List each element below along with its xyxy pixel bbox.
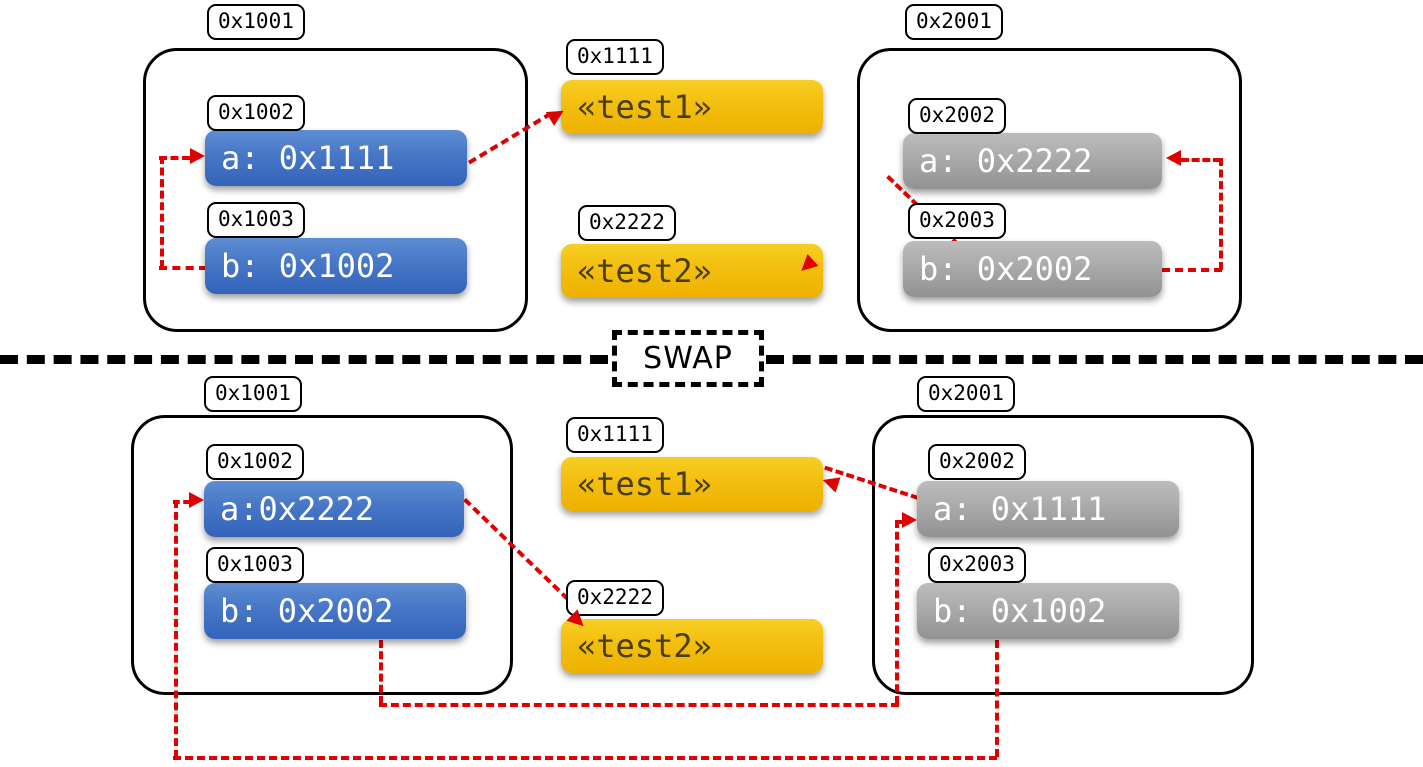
- after-heap-test1-text: «test1»: [577, 465, 712, 503]
- after-heap1-address: 0x2222: [566, 580, 664, 616]
- after-cross2-stub-to-lefta: [173, 500, 190, 504]
- before-right-slot-a-text: a: 0x2222: [919, 142, 1093, 180]
- after-cross2-arrowhead: [189, 492, 204, 508]
- before-left-hook-vert: [160, 156, 164, 268]
- after-left-slot-a-text: a:0x2222: [220, 490, 375, 528]
- after-right-frame-address: 0x2001: [917, 376, 1015, 412]
- before-right-slot-b-text: b: 0x2002: [919, 250, 1093, 288]
- after-cross1-vert-to-righta: [895, 520, 899, 704]
- after-left-slot-a: a:0x2222: [204, 481, 464, 537]
- before-left-slot-b: b: 0x1002: [205, 238, 467, 294]
- after-cross1-vert-from-leftb: [379, 640, 383, 704]
- before-right-slot0-address: 0x2002: [908, 98, 1006, 134]
- before-right-frame-address: 0x2001: [905, 4, 1003, 40]
- swap-label-box: SWAP: [612, 330, 764, 387]
- after-left-slot1-address: 0x1003: [206, 547, 304, 583]
- after-cross2-horizontal: [173, 756, 997, 760]
- before-left-slot1-address: 0x1003: [207, 202, 305, 238]
- after-left-frame-address: 0x1001: [204, 376, 302, 412]
- before-right-slot1-address: 0x2003: [908, 203, 1006, 239]
- before-heap-test2-text: «test2»: [577, 252, 712, 290]
- before-heap-test1-text: «test1»: [577, 88, 712, 126]
- before-heap-test1: «test1»: [561, 80, 823, 134]
- before-left-slot-a: a: 0x1111: [205, 130, 467, 186]
- swap-divider-left: [0, 355, 608, 364]
- before-left-hook-arrowhead: [190, 148, 205, 164]
- after-right-slot1-address: 0x2003: [928, 547, 1026, 583]
- before-heap1-address: 0x2222: [578, 205, 676, 241]
- before-right-hook-bottom: [1162, 268, 1222, 272]
- after-left-slot0-address: 0x1002: [206, 444, 304, 480]
- after-heap-test2: «test2»: [561, 619, 823, 673]
- after-a2-to-test1-arrowhead: [820, 472, 841, 493]
- after-left-frame: [131, 415, 513, 695]
- after-left-slot-b-text: b: 0x2002: [220, 592, 394, 630]
- before-left-slot-b-text: b: 0x1002: [221, 247, 395, 285]
- before-left-frame-address: 0x1001: [207, 4, 305, 40]
- before-heap-test2: «test2»: [561, 244, 823, 298]
- before-heap0-address: 0x1111: [566, 39, 664, 75]
- before-left-hook-bottom: [159, 266, 207, 270]
- after-heap-test1: «test1»: [561, 457, 823, 511]
- after-heap-test2-text: «test2»: [577, 627, 712, 665]
- after-cross1-horizontal: [379, 703, 899, 707]
- before-right-hook-arrowhead: [1166, 150, 1181, 166]
- before-left-hook-top: [159, 156, 190, 160]
- after-cross2-vert-to-lefta: [174, 500, 178, 758]
- after-right-slot-b: b: 0x1002: [917, 583, 1179, 639]
- before-right-hook-vert: [1219, 158, 1223, 270]
- after-right-slot-b-text: b: 0x1002: [933, 592, 1107, 630]
- after-cross2-vert-from-rightb: [995, 640, 999, 757]
- before-right-slot-a: a: 0x2222: [903, 133, 1162, 189]
- after-right-frame: [872, 415, 1254, 695]
- after-right-slot-a-text: a: 0x1111: [933, 490, 1107, 528]
- before-right-frame: [857, 48, 1242, 332]
- swap-label-text: SWAP: [643, 341, 733, 376]
- before-left-slot0-address: 0x1002: [207, 95, 305, 131]
- before-left-slot-a-text: a: 0x1111: [221, 139, 395, 177]
- after-right-slot0-address: 0x2002: [928, 444, 1026, 480]
- after-left-slot-b: b: 0x2002: [204, 583, 466, 639]
- before-right-hook-top: [1181, 158, 1221, 162]
- after-cross1-arrowhead: [902, 512, 917, 528]
- swap-divider-right: [766, 355, 1423, 364]
- before-right-slot-b: b: 0x2002: [903, 241, 1162, 297]
- after-right-slot-a: a: 0x1111: [917, 481, 1179, 537]
- after-heap0-address: 0x1111: [566, 417, 664, 453]
- before-left-frame: [143, 48, 528, 332]
